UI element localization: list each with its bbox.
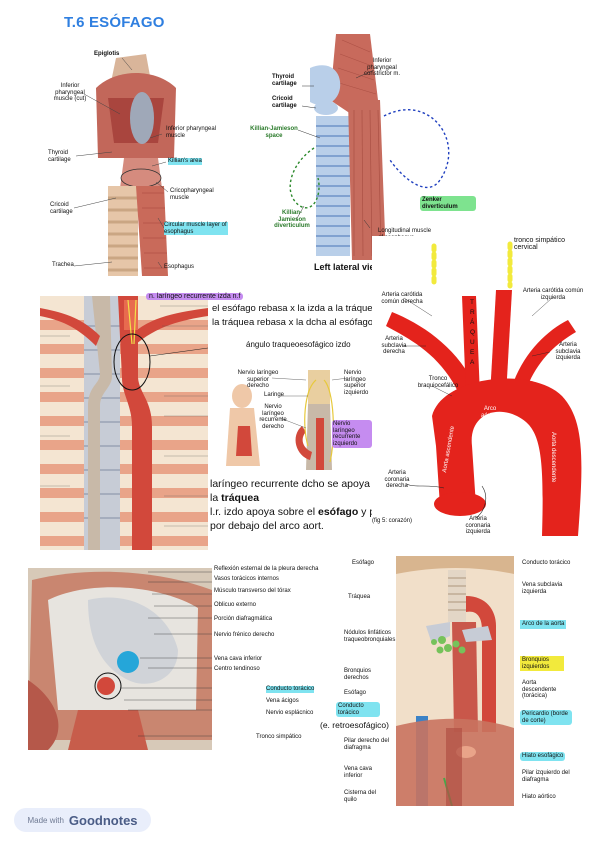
label-splanchnic: Nervio esplácnico — [266, 710, 314, 716]
label-subclavian-right: Arteria subclavia derecha — [381, 336, 407, 355]
label-nls-right: Nervio laríngeo superior derecho — [237, 370, 279, 389]
label-aortic-arch: Arco aórtico — [480, 406, 499, 419]
label-sympathetic: Tronco simpático — [256, 734, 302, 740]
label-laringe: Laringe — [264, 392, 285, 398]
label-fig7-cisterna: Cisterna del quilo — [344, 790, 377, 803]
label-fig7-esophageal-hiatus: Hiato esofágico — [520, 752, 566, 761]
note-recurrent-2: la tráquea — [210, 492, 259, 504]
label-epiglotis: Epiglotis — [94, 51, 120, 57]
label-zenker: Zenker diverticulum — [420, 196, 476, 211]
note-recurrent-left: n. laríngeo recurrente izda n.f — [146, 293, 244, 300]
label-circular-muscle: Circular muscle layer of esophagus — [164, 222, 228, 235]
label-brachiocephalic: Tronco braquiocefálico — [417, 376, 459, 389]
note-retroesophageal: (e. retroesofágico) — [320, 720, 389, 730]
label-nlr-right: Nervio laríngeo recurrente derecho — [259, 404, 287, 430]
caption-left-lateral: Left lateral view — [314, 262, 382, 272]
label-fig7-right-crus: Pilar derecho del diafragma — [344, 738, 390, 751]
label-nlr-left: Nervio laríngeo recurrente izquierdo — [332, 420, 372, 448]
label-killian-space: Killian-Jamieson space — [250, 126, 298, 139]
made-with-goodnotes-badge[interactable]: Made with Goodnotes — [14, 808, 151, 832]
label-cricoid: Cricoid cartilage — [50, 202, 73, 215]
label-fig7-pericardium: Pericardio (borde de corte) — [520, 710, 572, 725]
label-killian-area: Killian's area — [168, 158, 202, 165]
figure-pharynx-posterior: Epiglotis Inferior pharyngeal muscle (cu… — [46, 48, 232, 282]
page-title: T.6 ESÓFAGO — [64, 14, 165, 31]
label-fig7-left-subclavian: Vena subclavia izquierda — [522, 582, 563, 595]
label-esophagus: Esophagus — [164, 264, 195, 270]
figure-mediastinum — [40, 296, 208, 550]
label-fig7-right-bronchi: Bronquios derechos — [344, 668, 372, 681]
label-pleural-reflection: Reflexión esternal de la pleura derecha — [214, 566, 319, 572]
label-trachea: Trachea — [52, 262, 74, 268]
label-central-tendon: Centro tendinoso — [214, 666, 260, 672]
figure-diaphragm — [28, 560, 212, 750]
label-fig7-thoracic-duct: Conducto torácico — [336, 702, 380, 717]
label-external-oblique: Oblicuo externo — [214, 602, 257, 608]
note-recurrent-1: laríngeo recurrente dcho se apoya en — [210, 478, 385, 490]
label-coronary-left: Arteria coronaria izquierda — [465, 516, 491, 535]
pharynx-illustration — [46, 48, 232, 282]
badge-small-text: Made with — [27, 815, 64, 825]
diaphragm-illustration — [28, 560, 212, 750]
label-diaphragmatic-part: Porción diafragmática — [214, 616, 273, 622]
note-recurrent-3a: l.r. izdo apoya sobre el — [210, 506, 316, 518]
label-fig7-left-bronchi: Bronquios izquierdos — [520, 656, 564, 671]
label-killian-diverticulum: Killian-Jamieson diverticulum — [274, 210, 310, 229]
label-fig7-thoracic-duct-r: Conducto torácico — [522, 560, 571, 566]
note-recurrent-2b: tráquea — [221, 492, 260, 504]
label-inf-phar: Inferior pharyngeal muscle — [166, 126, 217, 139]
note-recurrent-4: por debajo del arco aort. — [210, 520, 324, 532]
label-phrenic-nerve: Nervio frénico derecho — [214, 632, 275, 638]
label-subclavian-left: Arteria subclavia izquierda — [555, 342, 581, 361]
note-recurrent-3b: esófago — [317, 506, 359, 518]
label-coronary-right: Arteria coronaria derecha — [384, 470, 410, 489]
aortic-arch-illustration — [372, 236, 594, 540]
label-trachea-vertical: TRÁQUEA — [470, 299, 476, 366]
label-fig7-esophagus: Esófago — [344, 690, 367, 696]
label-thyroid-cart: Thyroid cartilage — [272, 74, 297, 87]
label-fig5-note: (fig 5: corazón) — [372, 518, 413, 524]
label-transverse-thorax: Músculo transverso del tórax — [214, 588, 291, 594]
label-internal-thoracic: Vasos torácicos internos — [214, 576, 279, 582]
label-fig7-aortic-arch: Arco de la aorta — [520, 620, 567, 629]
label-cricoid-cart: Cricoid cartilage — [272, 96, 297, 109]
mediastinum-illustration — [40, 296, 208, 550]
label-inf-constrictor: Inferior pharyngeal constrictor m. — [363, 58, 400, 77]
label-cricopharyngeal: Cricopharyngeal muscle — [170, 188, 214, 201]
label-aorta-descending: Aorta descendente — [550, 432, 556, 483]
label-azygos: Vena ácigos — [266, 698, 299, 704]
label-fig7-left-crus: Pilar izquierdo del diafragma — [522, 770, 570, 783]
label-fig7-lymph-nodes: Nódulos linfáticos traqueobronquiales — [344, 630, 396, 643]
label-thoracic-duct-1: Conducto torácico — [266, 686, 315, 693]
label-thyroid: Thyroid cartilage — [48, 150, 71, 163]
laryngeal-illustration — [220, 366, 374, 474]
label-fig7-esophagus-top: Esófago — [352, 560, 375, 566]
badge-brand-text: Goodnotes — [68, 812, 138, 828]
label-inf-phar-cut: Inferior pharyngeal muscle (cut) — [53, 83, 87, 102]
note-angle: ángulo traqueoesofágico izdo — [246, 340, 351, 349]
label-carotid-left: Arteria carótida común izquierda — [522, 288, 584, 301]
label-fig7-desc-aorta: Aorta descendente (torácica) — [522, 680, 557, 699]
note-recurrent-3: l.r. izdo apoya sobre el esófago y pasa — [210, 506, 392, 518]
label-nls-left: Nervio laríngeo superior izquierdo — [344, 370, 369, 396]
note-esophagus-left: el esófago rebasa x la izda a la tráquea — [212, 303, 378, 314]
label-fig7-aortic-hiatus: Hiato aórtico — [522, 794, 556, 800]
figure-posterior-mediastinum — [396, 556, 514, 806]
label-carotid-right: Arteria carótida común derecha — [381, 292, 423, 305]
label-fig7-ivc: Vena cava inferior — [344, 766, 373, 779]
note-recurrent-2a: la — [210, 492, 219, 504]
label-sympathetic-trunk: tronco simpático cervical — [514, 237, 565, 251]
label-fig7-trachea: Tráquea — [348, 594, 371, 600]
figure-laryngeal-nerves: Nervio laríngeo superior derecho Nervio … — [220, 366, 374, 474]
posterior-mediastinum-illustration — [396, 556, 514, 806]
note-trachea-right: la tráquea rebasa x la dcha al esófago — [212, 317, 374, 328]
figure-aortic-arch: tronco simpático cervical Arteria caróti… — [372, 236, 594, 540]
label-ivc: Vena cava inferior — [214, 656, 263, 662]
